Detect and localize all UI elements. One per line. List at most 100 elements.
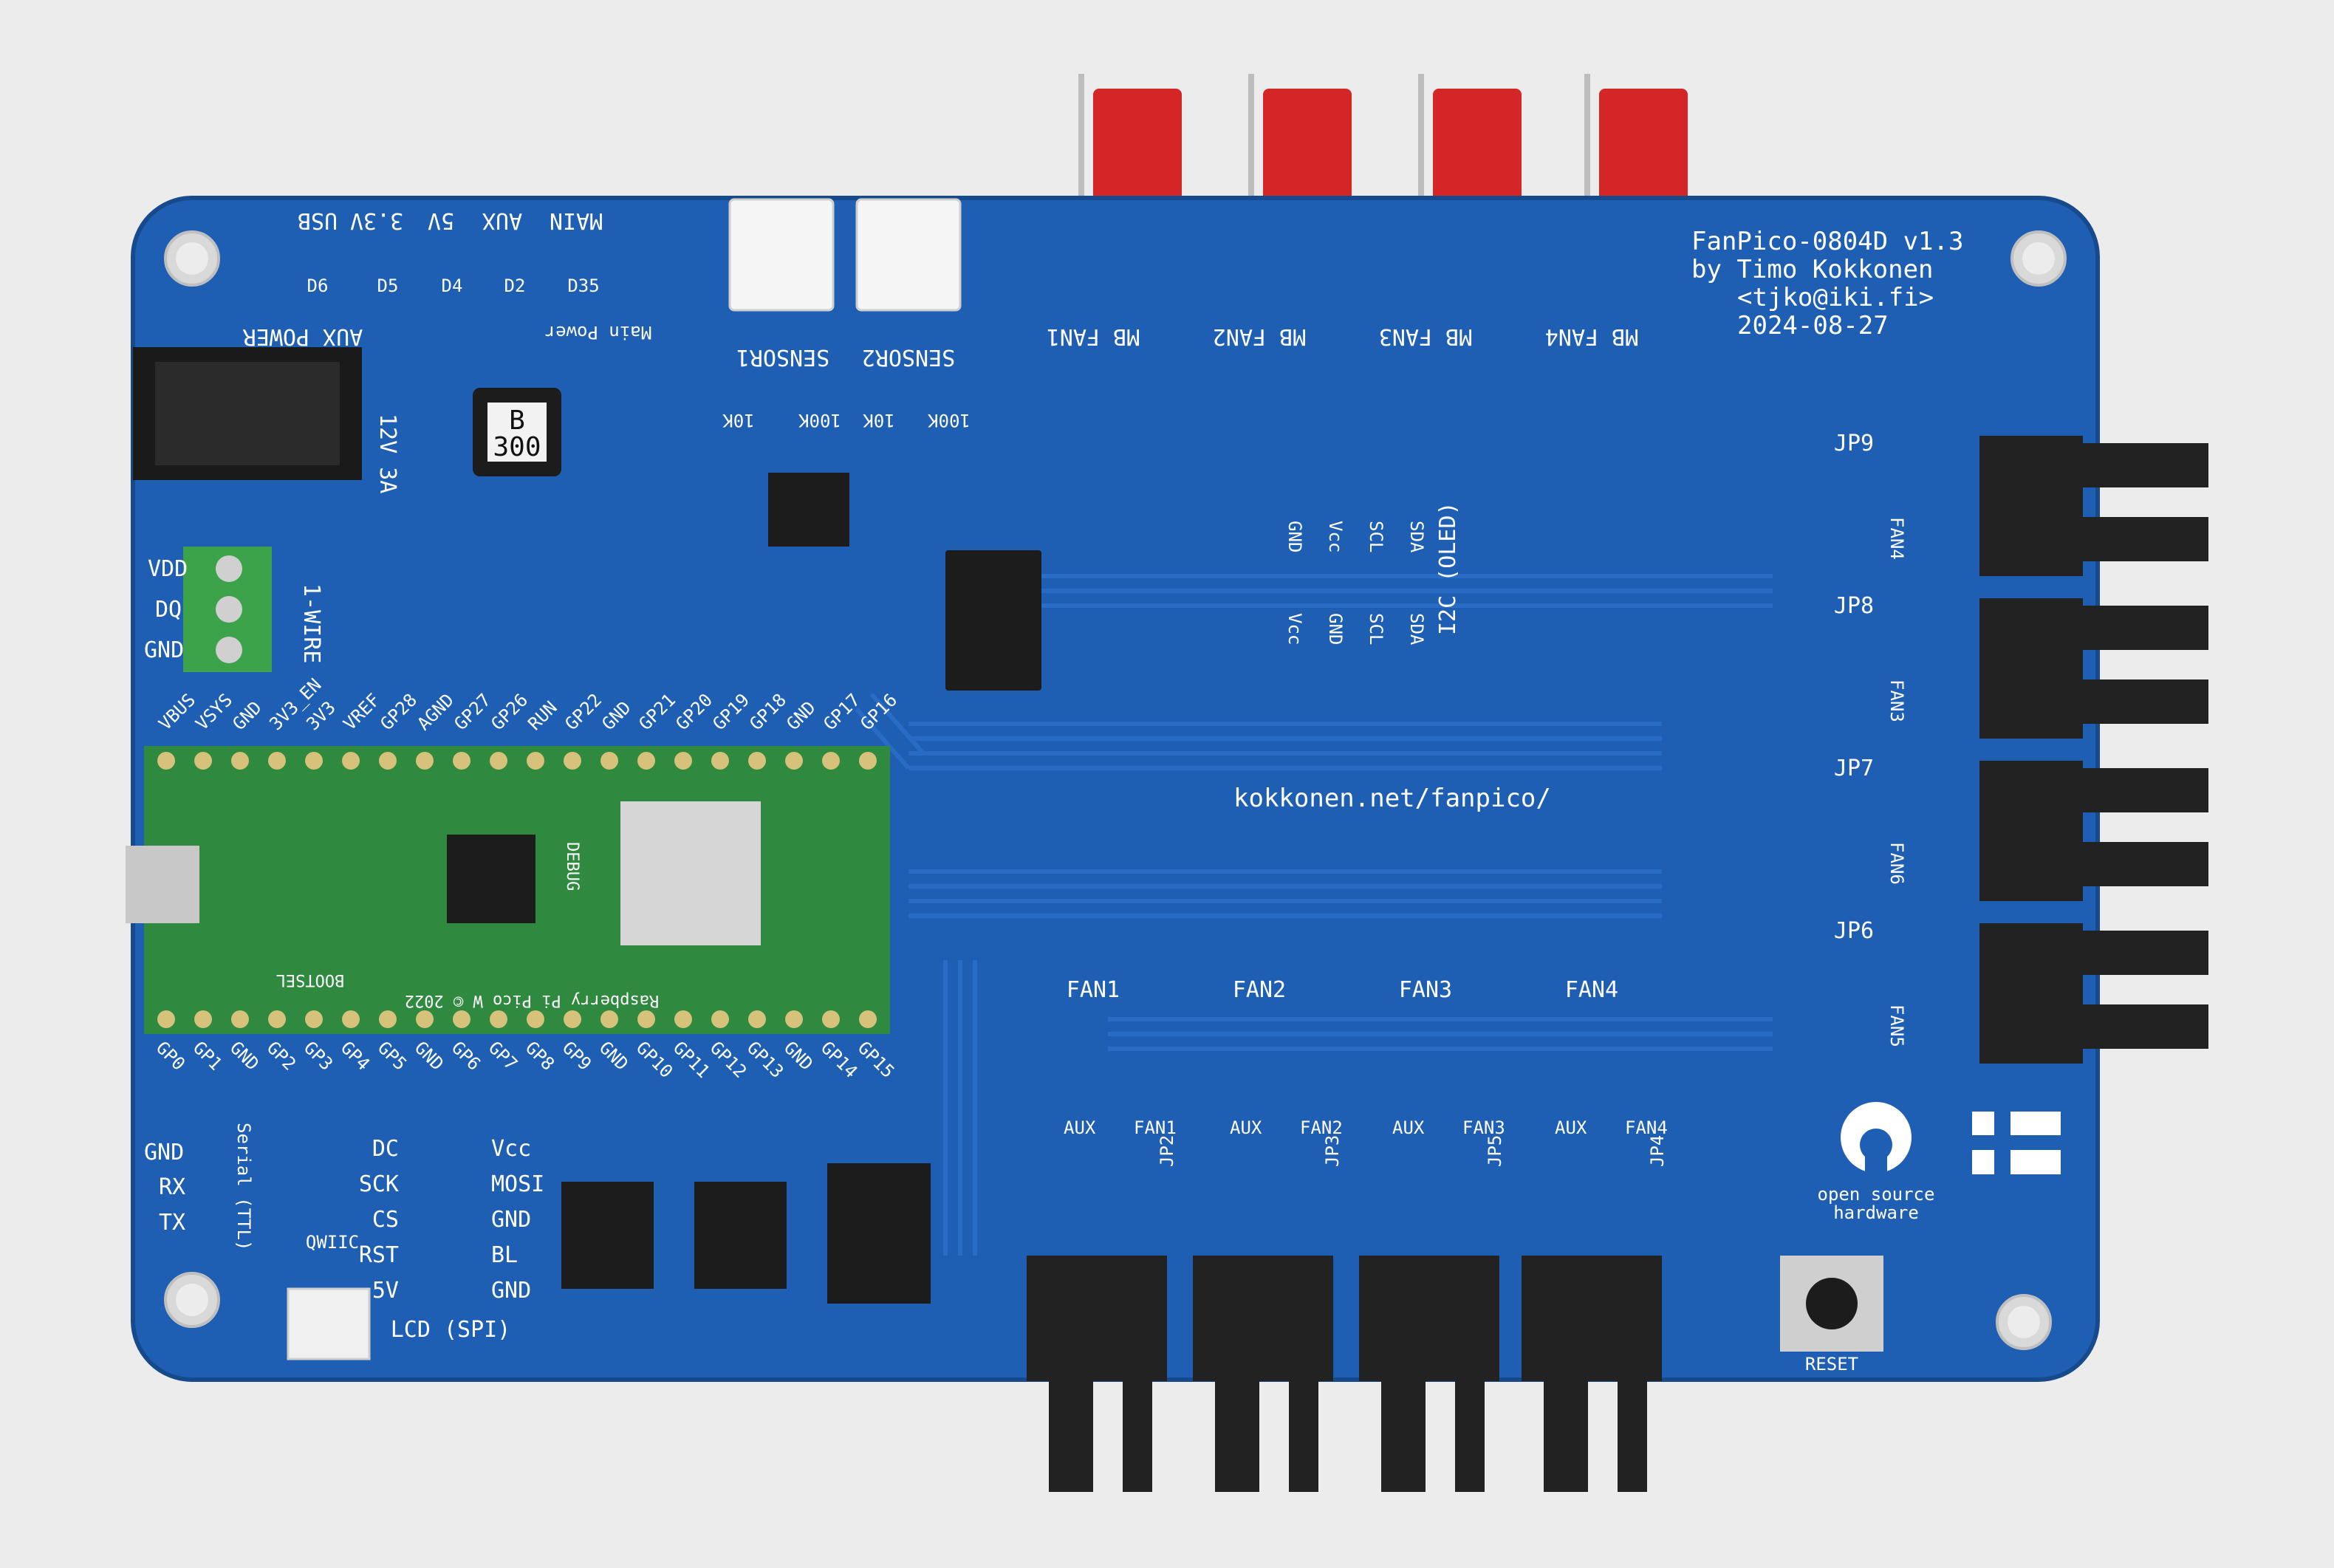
pico-debug: DEBUG (563, 842, 581, 891)
right-fan-headers (1979, 436, 2208, 1064)
svg-text:JP6: JP6 (1834, 918, 1874, 944)
pico-bootsel: BOOTSEL (276, 970, 345, 989)
svg-text:GND: GND (144, 637, 184, 663)
power-rating: 12V 3A (374, 414, 400, 493)
sensor2-label: SENSOR2 (862, 344, 955, 370)
serial-title: Serial (TTL) (233, 1123, 254, 1250)
right-jumper-labels: JP9 JP8 JP7 JP6 (1834, 431, 1874, 944)
board-title: FanPico-0804D v1.3 (1691, 227, 1963, 256)
fan-top-labels: FAN1 FAN2 FAN3 FAN4 (1067, 977, 1618, 1003)
svg-text:MOSI: MOSI (491, 1171, 544, 1197)
svg-text:JP2: JP2 (1157, 1135, 1177, 1167)
qwiic-label: QWIIC (306, 1232, 359, 1253)
svg-text:MB FAN4: MB FAN4 (1545, 323, 1638, 349)
svg-text:Vcc: Vcc (1284, 613, 1305, 645)
svg-text:D5: D5 (377, 275, 399, 296)
pico-label: Raspberry Pi Pico W © 2022 (405, 991, 659, 1010)
lcd-title: LCD (SPI) (391, 1317, 511, 1343)
svg-text:D35: D35 (567, 275, 599, 296)
oshw-text-1: open source (1818, 1184, 1935, 1205)
svg-text:AUX: AUX (482, 208, 522, 233)
svg-text:100K: 100K (798, 410, 841, 431)
finnish-flag-icon (1972, 1112, 2061, 1174)
oshw-text-2: hardware (1833, 1202, 1919, 1223)
svg-text:TX: TX (159, 1210, 185, 1236)
svg-text:D2: D2 (504, 275, 526, 296)
sensor1-label: SENSOR1 (736, 344, 829, 370)
lcd-left-labels: DC SCK CS RST 5V (359, 1136, 399, 1304)
svg-text:DQ: DQ (155, 597, 182, 623)
svg-text:RST: RST (359, 1242, 399, 1268)
svg-text:FAN1: FAN1 (1134, 1117, 1177, 1138)
svg-text:10K: 10K (722, 410, 755, 431)
sensor-connectors (728, 198, 962, 312)
svg-text:FAN3: FAN3 (1886, 679, 1907, 722)
onewire-terminal (183, 547, 272, 672)
svg-text:SDA: SDA (1406, 613, 1427, 646)
svg-text:FAN3: FAN3 (1399, 977, 1452, 1003)
svg-text:MB FAN1: MB FAN1 (1047, 323, 1140, 349)
svg-text:GND: GND (1325, 613, 1346, 645)
board-date: 2024-08-27 (1737, 311, 1889, 340)
led-labels: USB 3.3V 5V AUX MAIN (298, 208, 603, 233)
i2c-j2-labels: Vcc GND SCL SDA (1284, 613, 1427, 646)
svg-text:FAN5: FAN5 (1886, 1004, 1907, 1047)
svg-text:MB FAN3: MB FAN3 (1379, 323, 1472, 349)
svg-text:AUX: AUX (1064, 1117, 1096, 1138)
svg-text:GND: GND (1284, 521, 1305, 552)
svg-text:JP9: JP9 (1834, 431, 1874, 456)
main-power-label: Main Power (545, 322, 652, 343)
lcd-right-labels: Vcc MOSI GND BL GND (491, 1136, 544, 1304)
svg-text:D4: D4 (442, 275, 463, 296)
svg-text:JP7: JP7 (1834, 756, 1874, 781)
board-email: <tjko@iki.fi> (1737, 283, 1934, 312)
i2c-title: I2C (OLED) (1435, 501, 1461, 635)
svg-text:FAN4: FAN4 (1625, 1117, 1668, 1138)
svg-text:GND: GND (144, 1140, 184, 1165)
board-url: kokkonen.net/fanpico/ (1233, 784, 1551, 813)
svg-text:MB FAN2: MB FAN2 (1213, 323, 1306, 349)
svg-text:100K: 100K (928, 410, 971, 431)
svg-text:FAN4: FAN4 (1886, 517, 1907, 560)
inductor-line1: B (509, 405, 525, 436)
board-author: by Timo Kokkonen (1691, 255, 1934, 284)
svg-text:FAN4: FAN4 (1565, 977, 1618, 1003)
pico-w-module: Raspberry Pi Pico W © 2022 BOOTSEL DEBUG (126, 746, 890, 1034)
reset-button (1780, 1256, 1883, 1352)
svg-text:AUX: AUX (1555, 1117, 1587, 1138)
svg-text:Vcc: Vcc (491, 1136, 531, 1162)
svg-text:FAN3: FAN3 (1462, 1117, 1505, 1138)
svg-text:10K: 10K (863, 410, 895, 431)
svg-text:VDD: VDD (148, 556, 188, 582)
svg-text:D6: D6 (307, 275, 329, 296)
svg-text:SDA: SDA (1406, 521, 1427, 553)
svg-text:SCL: SCL (1366, 613, 1386, 645)
svg-text:Vcc: Vcc (1325, 521, 1346, 552)
right-fan-labels: FAN4 FAN3 FAN6 FAN5 (1886, 517, 1907, 1047)
led-ref-labels: D6 D5 D4 D2 D35 (307, 275, 600, 296)
qwiic-connector (287, 1287, 371, 1360)
svg-text:FAN2: FAN2 (1233, 977, 1286, 1003)
svg-text:FAN1: FAN1 (1067, 977, 1120, 1003)
svg-text:5V: 5V (372, 1278, 399, 1304)
svg-text:USB: USB (298, 208, 338, 233)
svg-text:RX: RX (159, 1174, 185, 1200)
svg-text:SCK: SCK (359, 1171, 399, 1197)
svg-text:FAN6: FAN6 (1886, 842, 1907, 885)
aux-power-label: AUX POWER (242, 323, 363, 349)
svg-text:AUX: AUX (1392, 1117, 1425, 1138)
bottom-fan-headers (1027, 1256, 1662, 1492)
inductor: B 300 (473, 388, 561, 476)
svg-text:BL: BL (491, 1242, 518, 1268)
svg-text:JP3: JP3 (1322, 1135, 1343, 1167)
svg-text:MAIN: MAIN (550, 208, 603, 233)
svg-text:AUX: AUX (1230, 1117, 1262, 1138)
ics (561, 473, 1041, 1304)
pcb-traces (855, 574, 1773, 1256)
svg-text:JP5: JP5 (1485, 1135, 1505, 1167)
svg-text:3.3V: 3.3V (350, 208, 403, 233)
i2c-pin-labels: GND Vcc SCL SDA (1284, 521, 1427, 553)
svg-text:SCL: SCL (1366, 521, 1386, 552)
